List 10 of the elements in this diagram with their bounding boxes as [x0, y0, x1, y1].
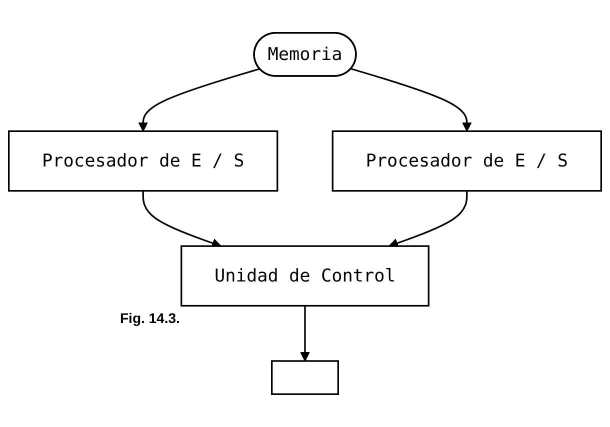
node-box: Unidad de Control [180, 245, 430, 307]
node-box: Procesador de E / S [8, 130, 278, 192]
arrow [142, 190, 222, 248]
arrow [138, 68, 260, 132]
figure-caption: Fig. 14.3. [120, 310, 180, 326]
node-box: Procesador de E / S [332, 130, 602, 192]
arrow [300, 306, 310, 362]
node-box [271, 360, 339, 395]
arrow [388, 190, 468, 248]
arrow [351, 68, 472, 132]
